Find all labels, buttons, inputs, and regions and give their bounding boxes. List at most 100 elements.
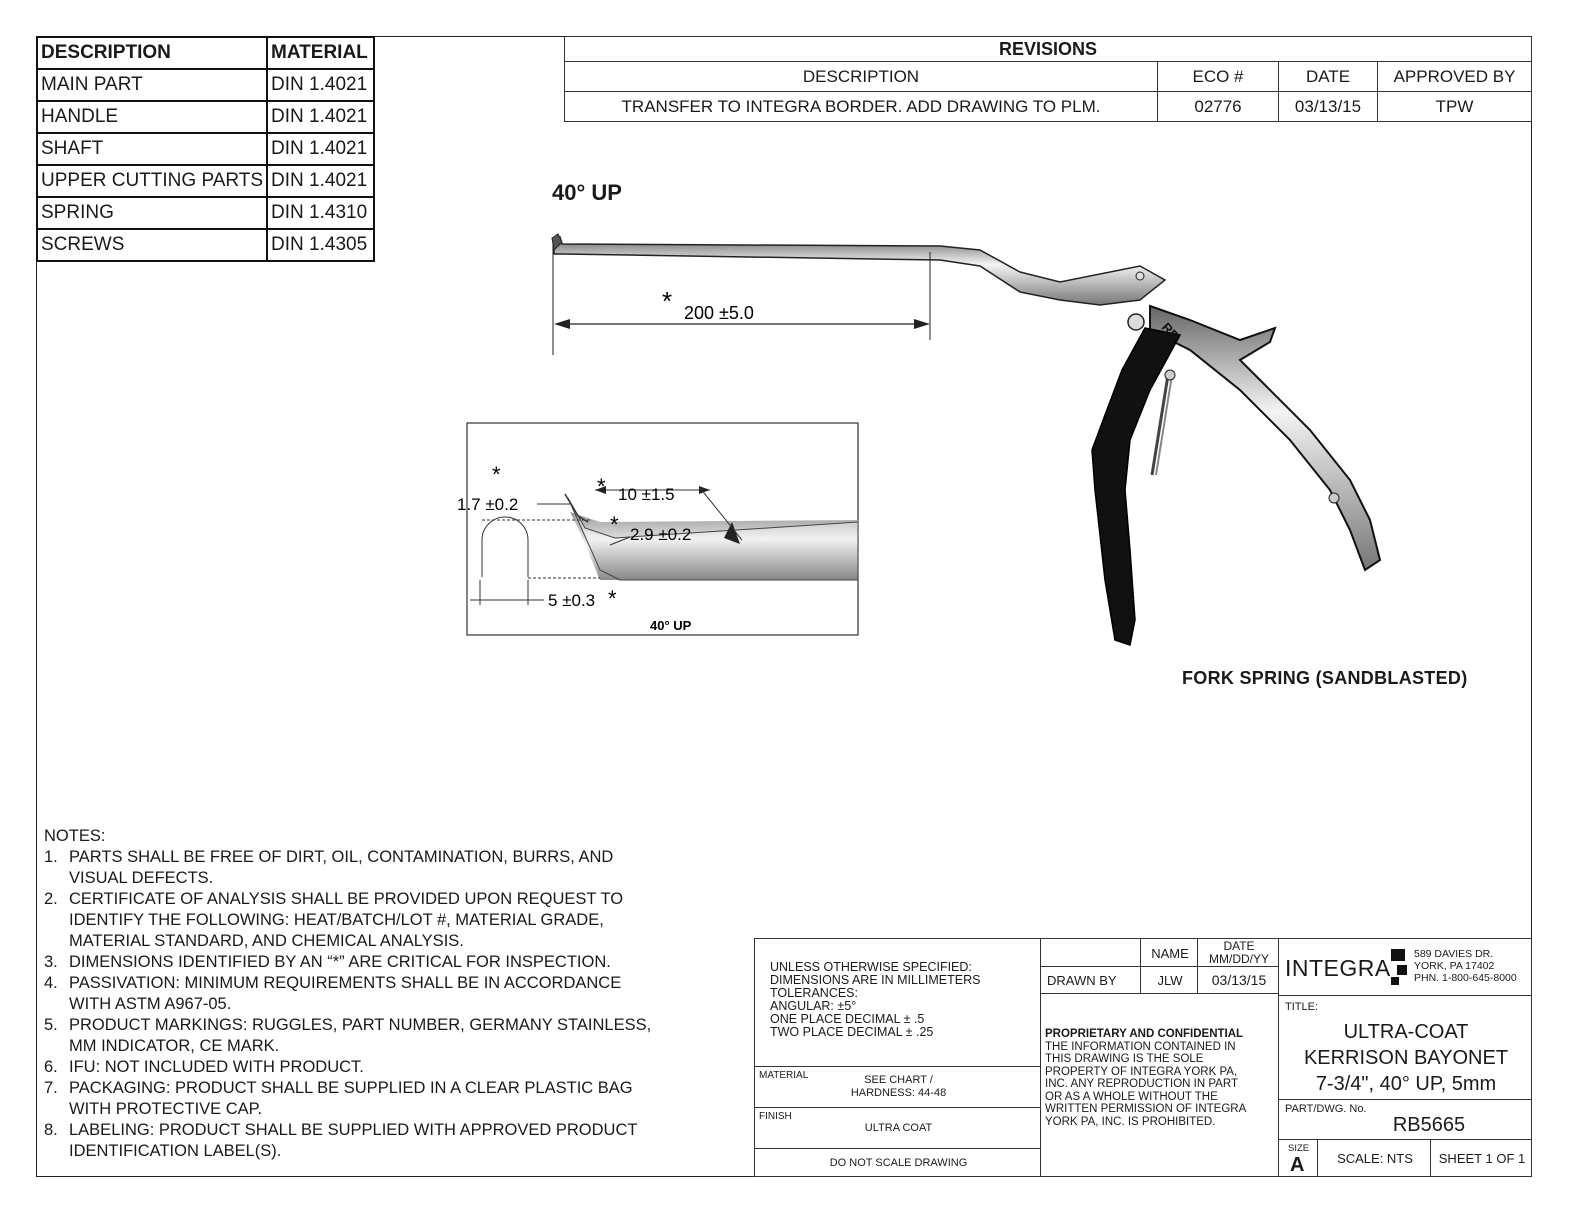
proprietary-line: YORK PA, INC. IS PROHIBITED. (1045, 1115, 1216, 1128)
note-number (44, 994, 69, 1015)
note-text: DIMENSIONS IDENTIFIED BY AN “*” ARE CRIT… (69, 953, 611, 971)
rev-col-date: DATE (1278, 61, 1378, 92)
proprietary-line: THIS DRAWING IS THE SOLE (1045, 1053, 1204, 1065)
title-line: ULTRA-COAT (1343, 1021, 1469, 1043)
rev-description: TRANSFER TO INTEGRA BORDER. ADD DRAWING … (564, 91, 1158, 122)
blank-header-cell (1040, 938, 1141, 967)
note-number (44, 931, 69, 952)
note-text: VISUAL DEFECTS. (69, 869, 214, 887)
size-box: SIZE A (1278, 1139, 1318, 1177)
proprietary-line: OR AS A WHOLE WITHOUT THE (1045, 1090, 1218, 1103)
tolerance-line: ANGULAR: ±5° (770, 999, 857, 1013)
proprietary-line: PROPERTY OF INTEGRA YORK PA, (1045, 1065, 1238, 1078)
note-number (44, 910, 69, 931)
drawn-by-name: JLW (1157, 973, 1183, 988)
list-item: 5. PRODUCT MARKINGS: RUGGLES, PART NUMBER… (44, 1015, 651, 1036)
note-number: 6. (44, 1058, 58, 1076)
gap-critical-star: * (610, 512, 619, 537)
note-text: IDENTIFICATION LABEL(S). (69, 1142, 282, 1160)
list-item: 2.CERTIFICATE OF ANALYSIS SHALL BE PROVI… (44, 889, 651, 910)
pivot-screw-shape (1127, 313, 1145, 331)
note-text: WITH PROTECTIVE CAP. (69, 1100, 263, 1118)
note-text: CERTIFICATE OF ANALYSIS SHALL BE PROVIDE… (69, 890, 624, 908)
name-header: NAME (1151, 946, 1189, 961)
front-handle-shape (1091, 327, 1182, 646)
material-cell: MAIN PART (35, 68, 269, 102)
list-item: VISUAL DEFECTS. (44, 868, 651, 889)
list-item: WITH ASTM A967-05. (44, 994, 651, 1015)
address-line: 589 DAVIES DR. (1414, 948, 1494, 960)
notes-list: 1.PARTS SHALL BE FREE OF DIRT, OIL, CONT… (44, 847, 651, 1162)
material-header-description: DESCRIPTION (35, 36, 269, 70)
drawn-by-label: DRAWN BY (1047, 973, 1117, 988)
note-text: PASSIVATION: MINIMUM REQUIREMENTS SHALL … (69, 974, 622, 992)
note-number (44, 1036, 69, 1057)
logo-mark-icon (1397, 965, 1407, 975)
note-number: 8. (44, 1121, 58, 1139)
size-value: A (1290, 1154, 1305, 1176)
list-item: 4.PASSIVATION: MINIMUM REQUIREMENTS SHAL… (44, 973, 651, 994)
list-item: 6. IFU: NOT INCLUDED WITH PRODUCT. (44, 1057, 651, 1078)
note-text: PRODUCT MARKINGS: RUGGLES, PART NUMBER, … (69, 1016, 652, 1034)
note-number (44, 1099, 69, 1120)
note-text: MM INDICATOR, CE MARK. (69, 1037, 280, 1055)
tolerances-box: UNLESS OTHERWISE SPECIFIED:DIMENSIONS AR… (754, 938, 1041, 1067)
material-cell: DIN 1.4021 (266, 100, 376, 134)
proprietary-box: PROPRIETARY AND CONFIDENTIAL THE INFORMA… (1040, 993, 1279, 1177)
tolerance-line: TOLERANCES: (770, 986, 858, 1000)
size-label: SIZE (1288, 1143, 1310, 1154)
rev-col-approved: APPROVED BY (1377, 61, 1532, 92)
name-header-cell: NAME (1140, 938, 1198, 967)
list-item: 7.PACKAGING: PRODUCT SHALL BE SUPPLIED I… (44, 1078, 651, 1099)
note-number: 5. (44, 1016, 58, 1034)
title-line: KERRISON BAYONET (1303, 1047, 1509, 1069)
note-text: PARTS SHALL BE FREE OF DIRT, OIL, CONTAM… (69, 848, 614, 866)
proprietary-line: INC. ANY REPRODUCTION IN PART (1045, 1078, 1238, 1090)
note-number (44, 1141, 69, 1162)
detail-window-edge (724, 522, 740, 544)
title-box: TITLE: ULTRA-COAT KERRISON BAYONET 7-3/4… (1278, 995, 1532, 1100)
fork-spring-line-2 (1155, 374, 1173, 476)
note-text: MATERIAL STANDARD, AND CHEMICAL ANALYSIS… (69, 932, 464, 950)
finish-box: FINISH ULTRA COAT (754, 1107, 1041, 1149)
list-item: 8.LABELING: PRODUCT SHALL BE SUPPLIED WI… (44, 1120, 651, 1141)
material-box: MATERIAL SEE CHART / HARDNESS: 44-48 (754, 1066, 1041, 1108)
material-cell: HANDLE (35, 100, 269, 134)
company-logo: INTEGRA (1285, 955, 1391, 981)
material-cell: SCREWS (35, 228, 269, 262)
material-cell: DIN 1.4021 (266, 164, 376, 198)
list-item: MATERIAL STANDARD, AND CHEMICAL ANALYSIS… (44, 931, 651, 952)
window-dimension: 10 ±1.5 (618, 485, 675, 504)
list-item: MM INDICATOR, CE MARK. (44, 1036, 651, 1057)
drawn-by-name-cell: JLW (1140, 966, 1198, 994)
note-number (44, 868, 69, 889)
material-cell: UPPER CUTTING PARTS (35, 164, 269, 198)
scale-box: SCALE: NTS (1317, 1139, 1431, 1177)
tip-critical-star: * (492, 462, 501, 487)
rev-date: 03/13/15 (1278, 91, 1378, 122)
notes-title: NOTES: (44, 827, 106, 845)
drawn-by-date: 03/13/15 (1211, 972, 1267, 988)
material-cell: SPRING (35, 196, 269, 230)
tolerances-text: UNLESS OTHERWISE SPECIFIED:DIMENSIONS AR… (770, 961, 980, 1039)
material-value: SEE CHART / (864, 1074, 933, 1086)
spring-screw-shape (1164, 369, 1176, 381)
logo-mark-icon (1391, 977, 1399, 985)
note-text: IFU: NOT INCLUDED WITH PRODUCT. (69, 1058, 364, 1076)
rev-col-eco: ECO # (1157, 61, 1279, 92)
drawn-by-label-cell: DRAWN BY (1040, 966, 1141, 994)
part-number-box: PART/DWG. No. RB5665 (1278, 1099, 1532, 1140)
finish-value: ULTRA COAT (864, 1122, 933, 1134)
detail-profile-outline (481, 516, 529, 577)
rev-approved: TPW (1377, 91, 1532, 122)
dim-arrow-window-right (699, 486, 710, 494)
company-box: INTEGRA 589 DAVIES DR. YORK, PA 17402 PH… (1278, 938, 1532, 996)
tolerance-line: DIMENSIONS ARE IN MILLIMETERS (770, 973, 981, 987)
date-format: MM/DD/YY (1209, 952, 1269, 966)
proprietary-line: WRITTEN PERMISSION OF INTEGRA (1045, 1103, 1247, 1115)
